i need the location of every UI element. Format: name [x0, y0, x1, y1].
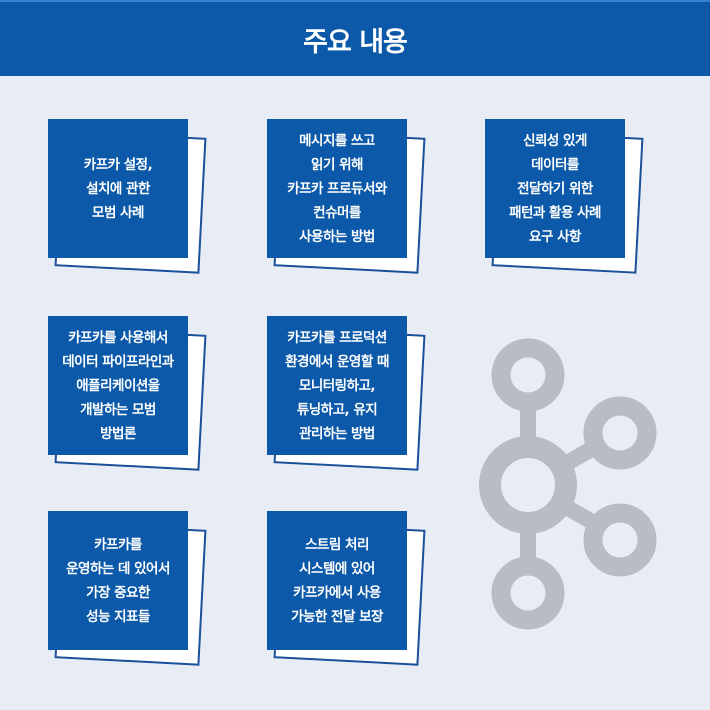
- card-text: 카프카 설정, 설치에 관한 모범 사례: [48, 119, 188, 258]
- header-banner: 주요 내용: [0, 0, 710, 76]
- card-text: 신뢰성 있게 데이터를 전달하기 위한 패턴과 활용 사례 요구 사항: [485, 119, 625, 258]
- card-text: 카프카를 운영하는 데 있어서 가장 중요한 성능 지표들: [48, 511, 188, 650]
- kafka-logo-icon: [479, 338, 657, 630]
- card-metrics: 카프카를 운영하는 데 있어서 가장 중요한 성능 지표들: [48, 511, 208, 671]
- card-production-ops: 카프카를 프로덕션 환경에서 운영할 때 모니터링하고, 튜닝하고, 유지 관리…: [267, 316, 427, 476]
- card-producer-consumer: 메시지를 쓰고 읽기 위해 카프카 프로듀서와 컨슈머를 사용하는 방법: [267, 119, 427, 279]
- card-text: 스트림 처리 시스템에 있어 카프카에서 사용 가능한 전달 보장: [267, 511, 407, 650]
- card-kafka-setup: 카프카 설정, 설치에 관한 모범 사례: [48, 119, 208, 279]
- card-text: 카프카를 프로덕션 환경에서 운영할 때 모니터링하고, 튜닝하고, 유지 관리…: [267, 316, 407, 455]
- card-reliable-delivery: 신뢰성 있게 데이터를 전달하기 위한 패턴과 활용 사례 요구 사항: [485, 119, 645, 279]
- card-text: 카프카를 사용해서 데이터 파이프라인과 애플리케이션을 개발하는 모범 방법론: [48, 316, 188, 455]
- page-title: 주요 내용: [303, 26, 408, 58]
- card-data-pipeline: 카프카를 사용해서 데이터 파이프라인과 애플리케이션을 개발하는 모범 방법론: [48, 316, 208, 476]
- card-stream-processing: 스트림 처리 시스템에 있어 카프카에서 사용 가능한 전달 보장: [267, 511, 427, 671]
- card-text: 메시지를 쓰고 읽기 위해 카프카 프로듀서와 컨슈머를 사용하는 방법: [267, 119, 407, 258]
